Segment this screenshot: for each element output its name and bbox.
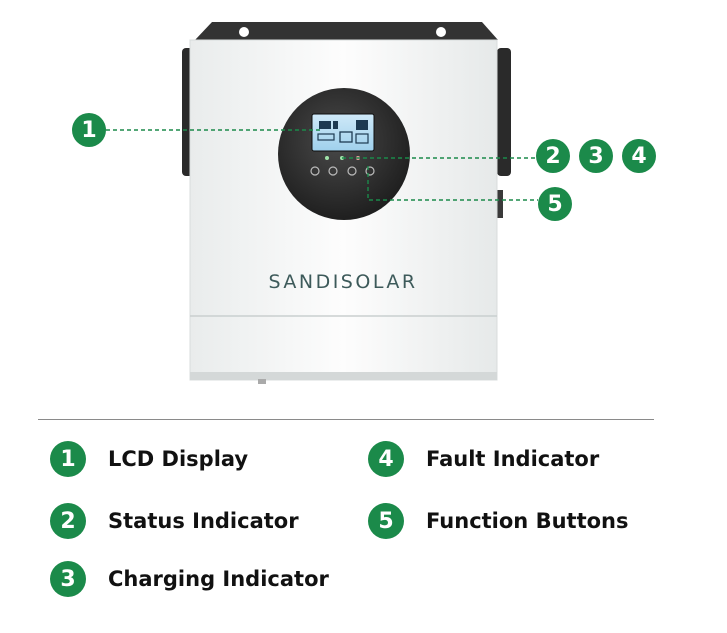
top-mounting-bracket: [195, 22, 498, 40]
callout-leader-lines: [106, 129, 538, 201]
bottom-shadow: [190, 372, 497, 380]
legend-label: Fault Indicator: [426, 447, 600, 471]
legend-badge: 1: [50, 441, 86, 477]
callout-badge-5: 5: [538, 187, 572, 221]
legend-item-status-indicator: 2 Status Indicator: [50, 503, 299, 539]
indicator-leds: [325, 156, 360, 160]
legend-label: Function Buttons: [426, 509, 629, 533]
legend-item-lcd-display: 1 LCD Display: [50, 441, 248, 477]
legend-item-charging-indicator: 3 Charging Indicator: [50, 561, 329, 597]
legend-item-fault-indicator: 4 Fault Indicator: [368, 441, 599, 477]
legend-badge: 3: [50, 561, 86, 597]
callout-badge-4: 4: [622, 139, 656, 173]
legend-badge: 4: [368, 441, 404, 477]
callout-badge-2: 2: [536, 139, 570, 173]
inverter-illustration: SANDISOLAR: [106, 22, 538, 384]
legend-label: LCD Display: [108, 447, 249, 471]
control-panel-disc: [278, 88, 410, 220]
callout-badge-1: 1: [72, 113, 106, 147]
legend-item-function-buttons: 5 Function Buttons: [368, 503, 628, 539]
section-divider: [38, 419, 654, 420]
function-buttons: [310, 166, 375, 176]
right-side-handle: [497, 48, 511, 176]
legend-label: Charging Indicator: [108, 567, 329, 591]
right-side-port: [497, 190, 503, 218]
callout-badge-3: 3: [579, 139, 613, 173]
legend-badge: 2: [50, 503, 86, 539]
bottom-port: [258, 379, 266, 384]
brand-logo: SANDISOLAR: [268, 271, 417, 293]
legend-label: Status Indicator: [108, 509, 299, 533]
legend-badge: 5: [368, 503, 404, 539]
lcd-display: [311, 113, 375, 152]
